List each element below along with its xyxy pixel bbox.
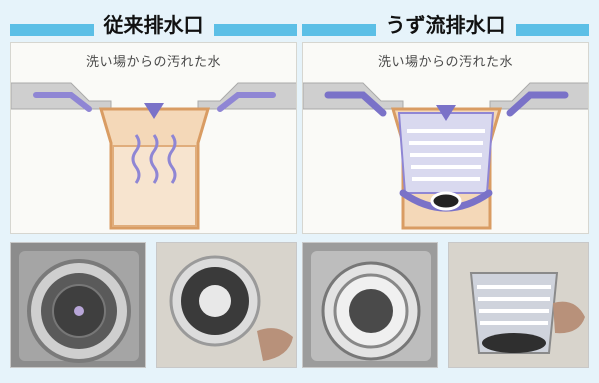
panel-title: 従来排水口 (93, 11, 214, 39)
diagram-caption: 洗い場からの汚れた水 (85, 55, 221, 70)
panel-vortex-drain: うず流排水口 洗い場からの汚れた (302, 10, 589, 376)
drain-photo-top-view (10, 242, 146, 368)
vortex-basket-photo (448, 242, 589, 368)
drain-cross-section-illustration (11, 82, 296, 230)
vortex-drain-photo-top-view (302, 242, 438, 368)
panel-conventional-drain: 従来排水口 洗い場からの汚れた水 (10, 10, 297, 376)
vortex-drain-diagram: 洗い場からの汚れた水 (302, 42, 589, 234)
vortex-cross-section-illustration (303, 82, 588, 230)
title-bar: 従来排水口 (10, 10, 297, 40)
conventional-drain-diagram: 洗い場からの汚れた水 (10, 42, 297, 234)
title-bar: うず流排水口 (302, 10, 589, 40)
diagram-caption: 洗い場からの汚れた水 (377, 55, 513, 70)
hair-catcher-photo (156, 242, 297, 368)
panel-title: うず流排水口 (375, 11, 516, 39)
